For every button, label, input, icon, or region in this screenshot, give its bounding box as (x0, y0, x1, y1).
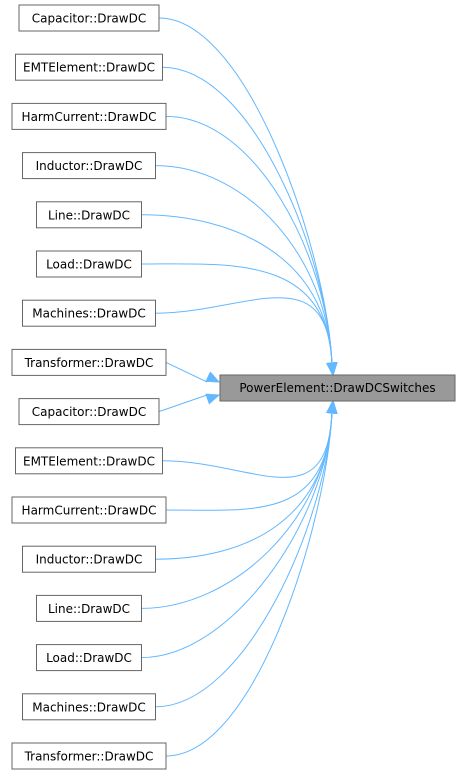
caller-node-box (22, 299, 156, 327)
arrowhead-icon (326, 362, 338, 377)
target-node-label: PowerElement::DrawDCSwitches (239, 381, 435, 395)
caller-node-label: Inductor::DrawDC (36, 159, 143, 173)
call-edge (165, 361, 208, 383)
call-edge (141, 411, 333, 659)
caller-node-box (36, 594, 142, 622)
arrowhead-icon (205, 371, 221, 383)
caller-node-box (15, 53, 163, 81)
caller-node-box (11, 742, 167, 770)
call-edge (165, 411, 333, 757)
caller-node-box (36, 201, 142, 229)
caller-node-label: Load::DrawDC (46, 651, 132, 665)
call-edge (158, 17, 333, 365)
caller-node-box (18, 398, 160, 426)
edges-layer (141, 17, 338, 757)
caller-node-harmcurrent-drawdc-10[interactable]: HarmCurrent::DrawDC (11, 496, 167, 524)
call-edge (165, 115, 333, 365)
caller-node-box (22, 693, 156, 721)
call-edge (158, 394, 208, 413)
caller-node-label: Line::DrawDC (48, 208, 130, 222)
caller-node-label: EMTElement::DrawDC (23, 454, 155, 468)
call-edge (141, 214, 333, 365)
caller-node-load-drawdc-13[interactable]: Load::DrawDC (36, 644, 142, 672)
caller-node-box (11, 496, 167, 524)
caller-node-label: Capacitor::DrawDC (32, 12, 146, 26)
caller-node-harmcurrent-drawdc-2[interactable]: HarmCurrent::DrawDC (11, 102, 167, 130)
call-edge (155, 297, 333, 365)
caller-node-box (15, 447, 163, 475)
call-edge (155, 411, 333, 560)
call-edge (141, 263, 333, 365)
caller-node-label: HarmCurrent::DrawDC (22, 504, 157, 518)
caller-node-label: EMTElement::DrawDC (23, 61, 155, 75)
call-edge (141, 411, 333, 609)
caller-node-box (11, 102, 167, 130)
caller-node-emtelement-drawdc-9[interactable]: EMTElement::DrawDC (15, 447, 163, 475)
arrowhead-icon (205, 393, 221, 405)
caller-node-capacitor-drawdc-8[interactable]: Capacitor::DrawDC (18, 398, 160, 426)
caller-node-inductor-drawdc-3[interactable]: Inductor::DrawDC (22, 152, 156, 180)
caller-node-label: HarmCurrent::DrawDC (22, 110, 157, 124)
caller-node-line-drawdc-12[interactable]: Line::DrawDC (36, 594, 142, 622)
caller-node-box (18, 4, 160, 32)
arrowhead-icon (326, 399, 338, 414)
caller-node-emtelement-drawdc-1[interactable]: EMTElement::DrawDC (15, 53, 163, 81)
caller-node-inductor-drawdc-11[interactable]: Inductor::DrawDC (22, 545, 156, 573)
target-node-powerelement-drawdcswitches[interactable]: PowerElement::DrawDCSwitches (219, 374, 456, 402)
caller-node-label: Machines::DrawDC (32, 700, 146, 714)
caller-node-label: Transformer::DrawDC (24, 356, 154, 370)
caller-node-label: Load::DrawDC (46, 258, 132, 272)
call-edge (165, 411, 333, 511)
caller-node-line-drawdc-4[interactable]: Line::DrawDC (36, 201, 142, 229)
caller-node-label: Machines::DrawDC (32, 307, 146, 321)
nodes-layer: Capacitor::DrawDCEMTElement::DrawDCHarmC… (11, 4, 167, 770)
call-edge (162, 411, 333, 478)
caller-node-label: Transformer::DrawDC (24, 750, 154, 764)
target-node-box (219, 374, 456, 402)
caller-node-box (22, 152, 156, 180)
caller-node-transformer-drawdc-15[interactable]: Transformer::DrawDC (11, 742, 167, 770)
caller-node-label: Inductor::DrawDC (36, 553, 143, 567)
caller-node-box (36, 644, 142, 672)
caller-node-capacitor-drawdc-0[interactable]: Capacitor::DrawDC (18, 4, 160, 32)
caller-node-box (36, 250, 142, 278)
caller-node-label: Capacitor::DrawDC (32, 405, 146, 419)
caller-node-transformer-drawdc-7[interactable]: Transformer::DrawDC (11, 348, 167, 376)
call-edge (162, 66, 333, 365)
caller-node-machines-drawdc-6[interactable]: Machines::DrawDC (22, 299, 156, 327)
call-edge (155, 411, 333, 708)
call-edge (155, 165, 333, 365)
caller-node-machines-drawdc-14[interactable]: Machines::DrawDC (22, 693, 156, 721)
caller-node-label: Line::DrawDC (48, 602, 130, 616)
caller-node-box (22, 545, 156, 573)
caller-node-load-drawdc-5[interactable]: Load::DrawDC (36, 250, 142, 278)
caller-node-box (11, 348, 167, 376)
